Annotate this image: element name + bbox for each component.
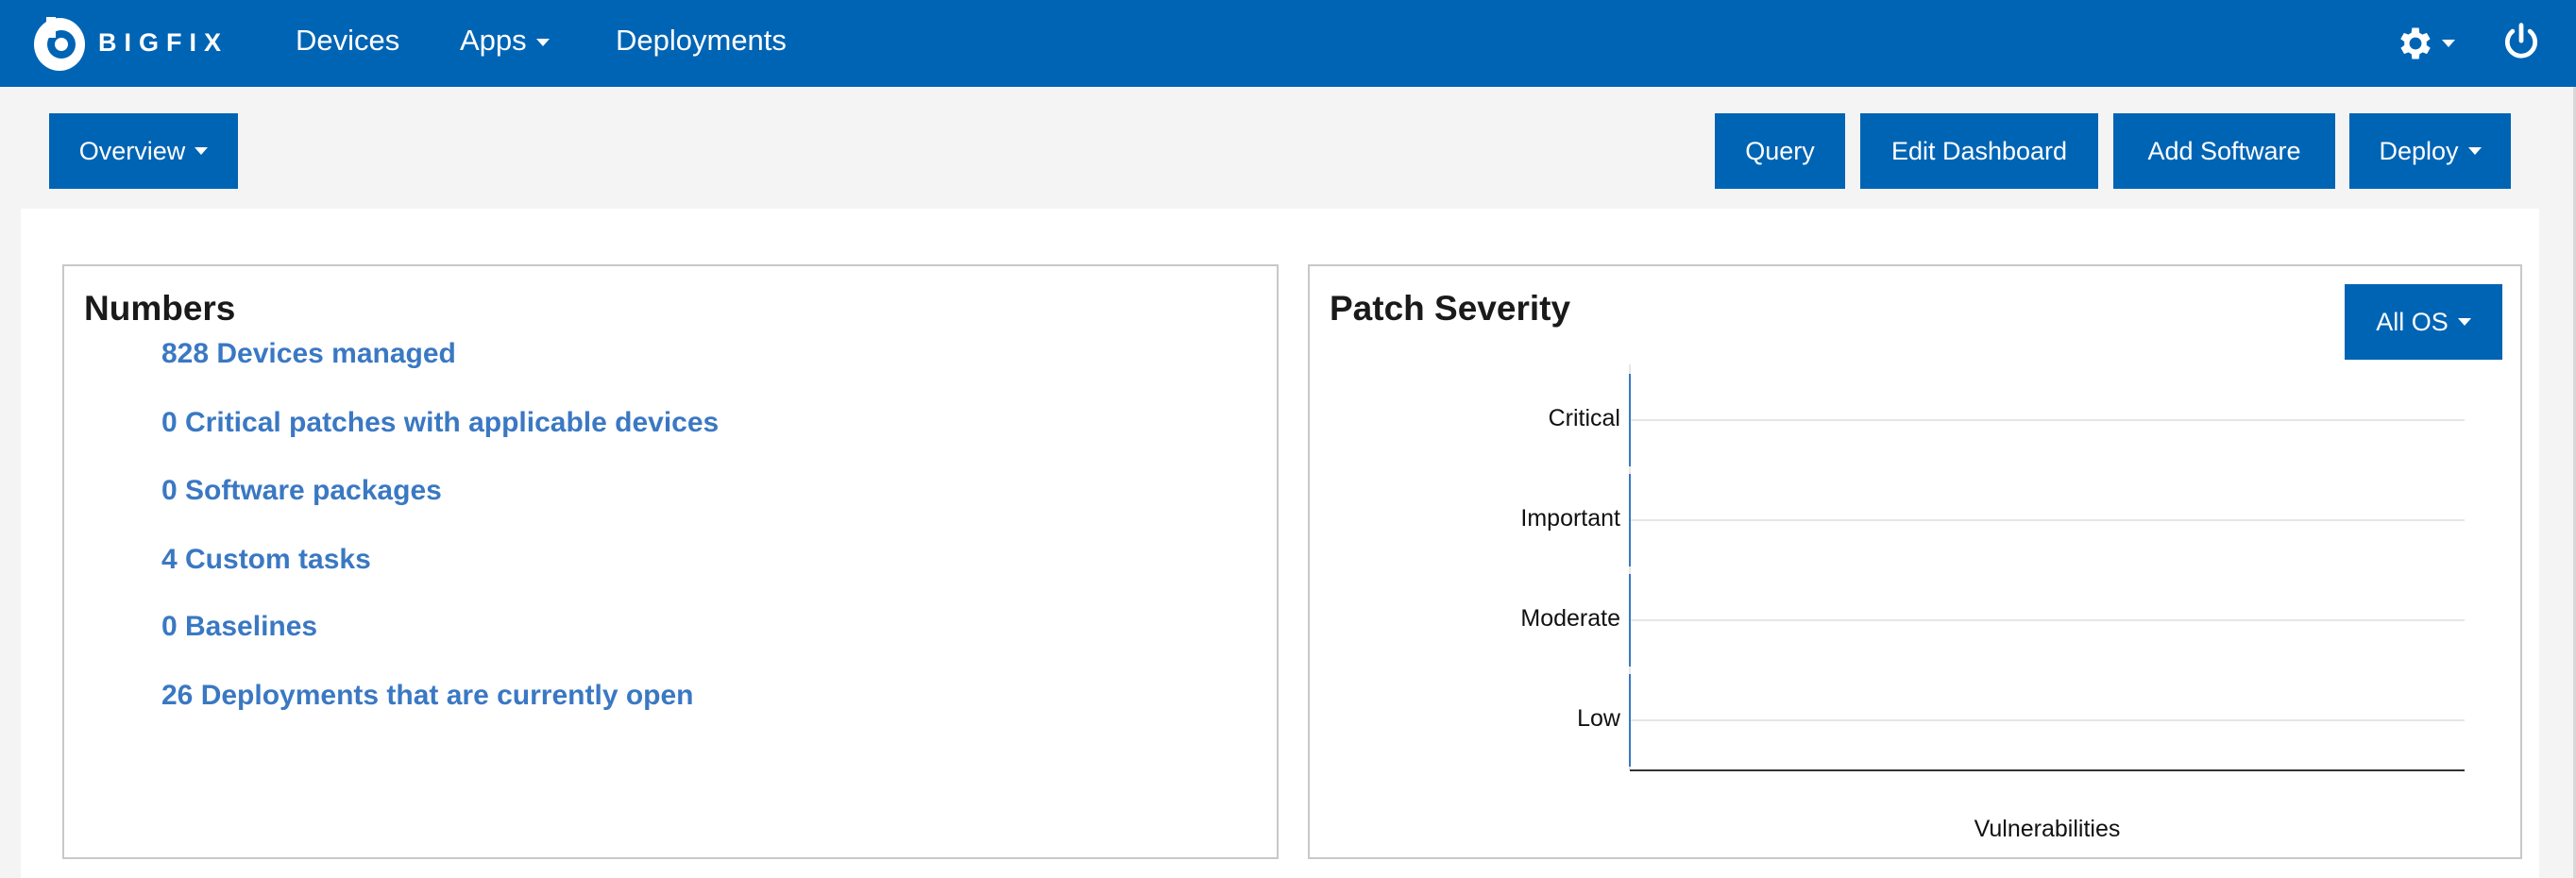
numbers-panel: Numbers 828 Devices managed 0 Critical p… (62, 264, 1279, 859)
nav-deployments-label: Deployments (616, 24, 787, 57)
overview-label: Overview (78, 136, 186, 165)
edit-dashboard-button[interactable]: Edit Dashboard (1860, 113, 2098, 189)
baselines-link[interactable]: 0 Baselines (161, 611, 318, 642)
query-button[interactable]: Query (1715, 113, 1845, 189)
nav-devices-label: Devices (296, 24, 400, 57)
settings-gear-icon (2400, 27, 2431, 59)
bar-critical (1629, 374, 1631, 466)
bar-low (1629, 674, 1631, 767)
query-label: Query (1745, 136, 1815, 165)
brand-name: BIGFIX (98, 28, 229, 57)
caret-down-icon (2457, 318, 2471, 326)
settings-menu[interactable] (2395, 19, 2465, 66)
bigfix-logo[interactable]: BIGFIX (19, 9, 236, 77)
critical-patches-link[interactable]: 0 Critical patches with applicable devic… (161, 407, 720, 438)
top-navbar: BIGFIX Devices Apps Deployments (0, 0, 2576, 87)
y-tick-label: Critical (1548, 405, 1620, 431)
patch-severity-panel: Patch Severity All OS (1308, 264, 2522, 859)
caret-down-icon (2467, 147, 2482, 155)
os-filter-label: All OS (2376, 307, 2449, 336)
overview-dropdown[interactable]: Overview (49, 113, 238, 189)
add-software-label: Add Software (2147, 136, 2301, 165)
y-tick-label: Low (1577, 705, 1620, 732)
caret-down-icon (195, 147, 209, 155)
custom-tasks-link[interactable]: 4 Custom tasks (161, 544, 371, 575)
add-software-button[interactable]: Add Software (2113, 113, 2335, 189)
caret-down-icon (535, 38, 550, 46)
x-axis-label: Vulnerabilities (1974, 816, 2121, 842)
y-tick-label: Important (1520, 505, 1620, 532)
numbers-title: Numbers (84, 289, 236, 328)
nav-deployments[interactable]: Deployments (616, 0, 787, 87)
bar-important (1629, 474, 1631, 566)
os-filter-dropdown[interactable]: All OS (2345, 284, 2502, 360)
deploy-dropdown[interactable]: Deploy (2349, 113, 2511, 189)
deploy-label: Deploy (2379, 136, 2459, 165)
nav-devices[interactable]: Devices (296, 0, 399, 87)
devices-managed-link[interactable]: 828 Devices managed (161, 338, 456, 369)
caret-down-icon (2442, 40, 2455, 47)
bigfix-logo-icon (34, 17, 85, 71)
power-icon[interactable] (2500, 21, 2542, 64)
edit-dashboard-label: Edit Dashboard (1890, 136, 2068, 165)
nav-apps-label: Apps (460, 24, 527, 57)
bar-moderate (1629, 574, 1631, 667)
y-tick-label: Moderate (1520, 605, 1620, 632)
software-packages-link[interactable]: 0 Software packages (161, 475, 442, 506)
open-deployments-link[interactable]: 26 Deployments that are currently open (161, 680, 694, 711)
patch-severity-title: Patch Severity (1330, 289, 1571, 328)
nav-apps[interactable]: Apps (460, 0, 550, 87)
page-scrollbar[interactable] (2539, 87, 2576, 878)
